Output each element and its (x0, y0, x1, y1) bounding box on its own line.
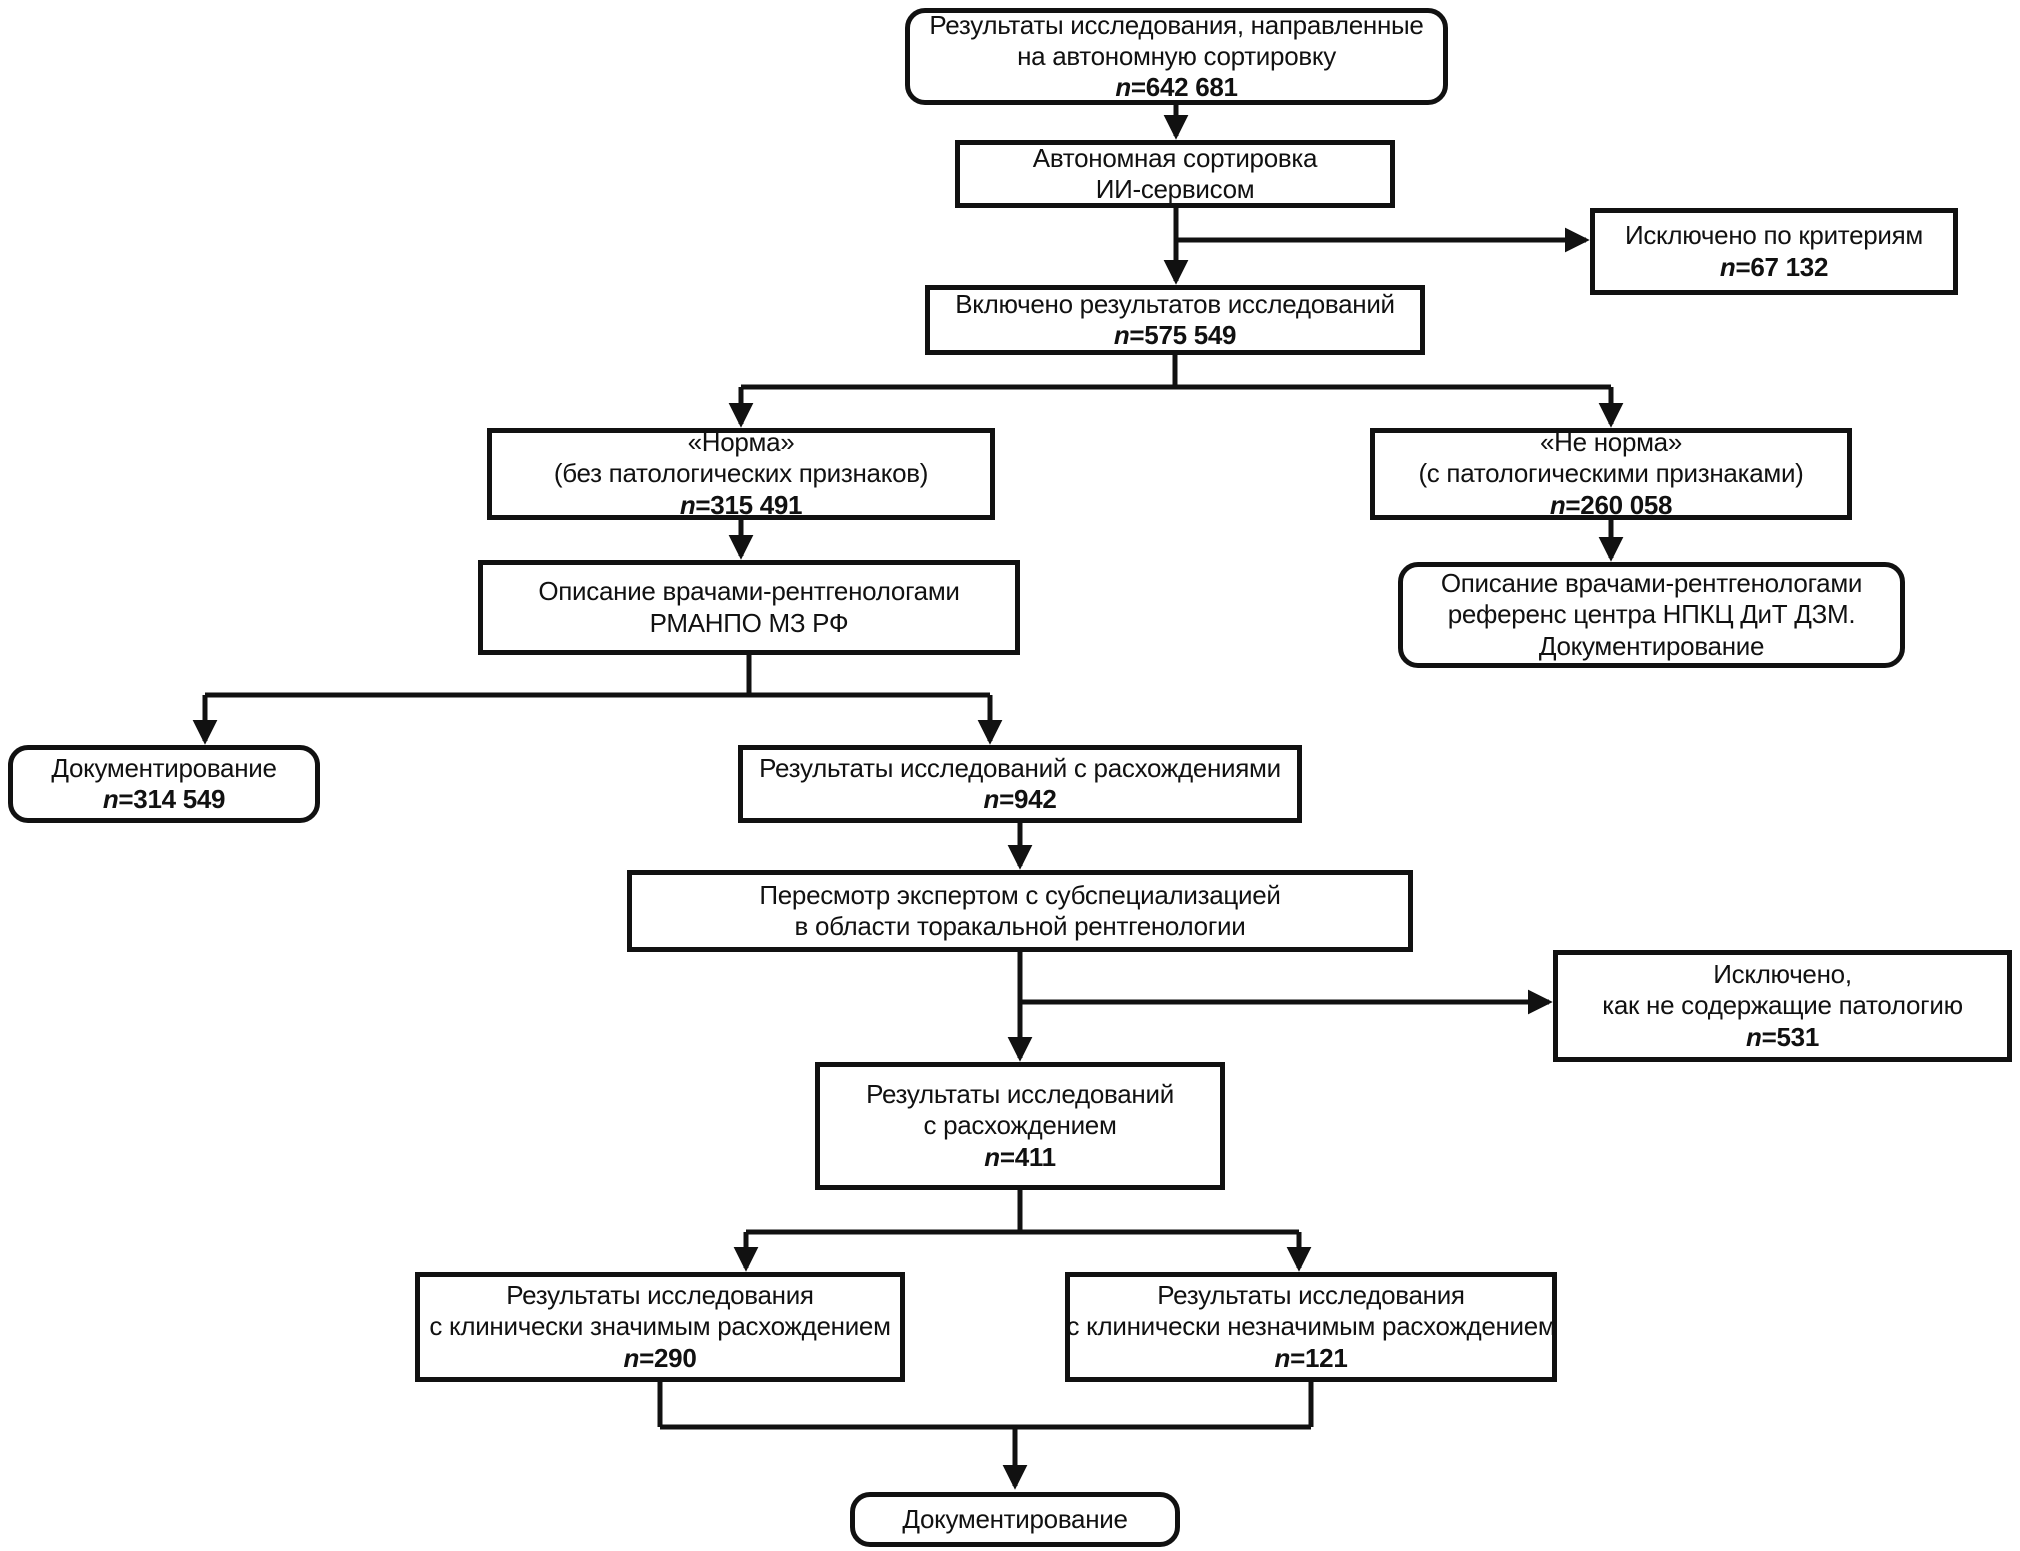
n-symbol: n (102, 784, 119, 814)
box-autonomous-sorting-text-2: ИИ-сервисом (1095, 174, 1255, 204)
n-value: 121 (1305, 1342, 1348, 1373)
box-rmanpo-description-text-1: Описание врачами-рентгенологами (538, 576, 960, 607)
box-expert-review: Пересмотр экспертом с субспециализацией … (627, 870, 1413, 952)
box-excluded-no-pathology-text-2: как не содержащие патологию (1602, 990, 1963, 1021)
n-symbol: n (984, 1141, 1000, 1172)
n-equals: = (1129, 320, 1145, 350)
box-initial: Результаты исследования, направленные на… (905, 8, 1448, 105)
connector-included-split-stem (741, 355, 1611, 390)
n-equals: = (999, 1141, 1015, 1172)
n-symbol: n (1113, 320, 1130, 350)
n-equals: = (639, 1342, 654, 1373)
box-included-text-1: Включено результатов исследований (955, 288, 1395, 319)
n-value: 642 681 (1145, 72, 1238, 103)
box-initial-text-2: на автономную сортировку (1017, 40, 1336, 71)
box-expert-review-text-2: в области торакальной рентгенологии (794, 911, 1246, 941)
box-reference-description-text-2: референс центра НПКЦ ДиТ ДЗМ. (1447, 599, 1856, 630)
n-symbol: n (1115, 72, 1131, 103)
box-reference-description: Описание врачами-рентгенологами референс… (1398, 562, 1905, 668)
box-excluded-by-criteria-n: n=67 132 (1719, 251, 1829, 283)
box-discrepancy-final-n: n=411 (984, 1142, 1056, 1173)
box-insignificant-discrepancy-text-2: с клинически незначимым расхождением (1066, 1311, 1556, 1342)
box-significant-discrepancy: Результаты исследования с клинически зна… (415, 1272, 905, 1382)
box-discrepancy-final: Результаты исследований с расхождением n… (815, 1062, 1225, 1190)
n-equals: = (695, 489, 711, 520)
box-norm: «Норма» (без патологических признаков) n… (487, 427, 995, 521)
n-value: 411 (1014, 1141, 1056, 1172)
box-insignificant-discrepancy-text-1: Результаты исследования (1157, 1280, 1465, 1311)
n-equals: = (118, 784, 134, 814)
box-discrepancies-n: n=942 (984, 784, 1057, 815)
box-documentation-final: Документирование (850, 1492, 1180, 1547)
box-autonomous-sorting: Автономная сортировка ИИ-сервисом (955, 140, 1395, 208)
n-equals: = (999, 784, 1014, 814)
box-initial-text-1: Результаты исследования, направленные (929, 9, 1424, 40)
box-insignificant-discrepancy: Результаты исследования с клинически нез… (1065, 1272, 1557, 1382)
box-documentation-final-text-1: Документирование (902, 1503, 1128, 1534)
box-excluded-by-criteria-text-1: Исключено по критериям (1624, 220, 1924, 251)
box-rmanpo-description-text-2: РМАНПО МЗ РФ (649, 607, 849, 638)
box-excluded-no-pathology: Исключено, как не содержащие патологию n… (1553, 950, 2012, 1062)
box-insignificant-discrepancy-n: n=121 (1275, 1343, 1348, 1374)
n-symbol: n (1549, 489, 1566, 520)
box-discrepancies-text-1: Результаты исследований с расхождениями (759, 752, 1281, 783)
n-symbol: n (1746, 1021, 1762, 1052)
box-documentation-left-n: n=314 549 (102, 784, 226, 815)
box-autonomous-sorting-text-1: Автономная сортировка (1032, 142, 1318, 173)
box-included: Включено результатов исследований n=575 … (925, 285, 1425, 355)
box-documentation-left-text-1: Документирование (51, 752, 277, 783)
n-symbol: n (1719, 251, 1736, 282)
n-symbol: n (983, 784, 1000, 814)
box-not-norm-n: n=260 058 (1549, 489, 1673, 521)
n-value: 67 132 (1750, 251, 1829, 282)
connector-rmanpo-split-stem (205, 655, 990, 698)
box-reference-description-text-3: Документирование (1538, 630, 1765, 661)
n-value: 531 (1776, 1021, 1820, 1052)
n-value: 942 (1014, 784, 1057, 814)
n-value: 314 549 (133, 784, 226, 814)
box-norm-n: n=315 491 (679, 489, 803, 521)
box-not-norm-text-1: «Не норма» (1540, 427, 1682, 458)
connector-discrepancy-split-stem (746, 1190, 1299, 1235)
n-equals: = (1290, 1342, 1305, 1373)
box-initial-n: n=642 681 (1115, 72, 1238, 103)
box-expert-review-text-1: Пересмотр экспертом с субспециализацией (759, 879, 1281, 910)
n-value: 260 058 (1580, 489, 1673, 520)
n-value: 575 549 (1144, 320, 1237, 350)
box-significant-discrepancy-text-2: с клинически значимым расхождением (429, 1311, 891, 1342)
box-discrepancy-final-text-1: Результаты исследований (866, 1079, 1174, 1110)
connector-merge-stem (657, 1382, 1314, 1430)
n-symbol: n (623, 1342, 640, 1373)
box-norm-text-2: (без патологических признаков) (553, 458, 929, 489)
n-equals: = (1735, 251, 1751, 282)
box-excluded-no-pathology-text-1: Исключено, (1713, 959, 1852, 990)
box-significant-discrepancy-n: n=290 (624, 1343, 697, 1374)
box-norm-text-1: «Норма» (687, 427, 795, 458)
box-excluded-no-pathology-n: n=531 (1746, 1022, 1819, 1053)
box-not-norm-text-2: (с патологическими признаками) (1418, 458, 1804, 489)
box-reference-description-text-1: Описание врачами-рентгенологами (1440, 568, 1863, 599)
box-documentation-left: Документирование n=314 549 (8, 745, 320, 823)
box-significant-discrepancy-text-1: Результаты исследования (506, 1280, 814, 1311)
box-not-norm: «Не норма» (с патологическими признаками… (1370, 427, 1852, 521)
n-equals: = (1565, 489, 1581, 520)
n-equals: = (1130, 72, 1146, 103)
n-symbol: n (679, 489, 696, 520)
box-excluded-by-criteria: Исключено по критериям n=67 132 (1590, 208, 1958, 295)
n-value: 315 491 (710, 489, 803, 520)
box-discrepancies: Результаты исследований с расхождениями … (738, 745, 1302, 823)
n-equals: = (1761, 1021, 1777, 1052)
n-symbol: n (1274, 1342, 1291, 1373)
box-discrepancy-final-text-2: с расхождением (923, 1110, 1117, 1141)
box-included-n: n=575 549 (1113, 320, 1237, 351)
box-rmanpo-description: Описание врачами-рентгенологами РМАНПО М… (478, 560, 1020, 655)
n-value: 290 (654, 1342, 697, 1373)
